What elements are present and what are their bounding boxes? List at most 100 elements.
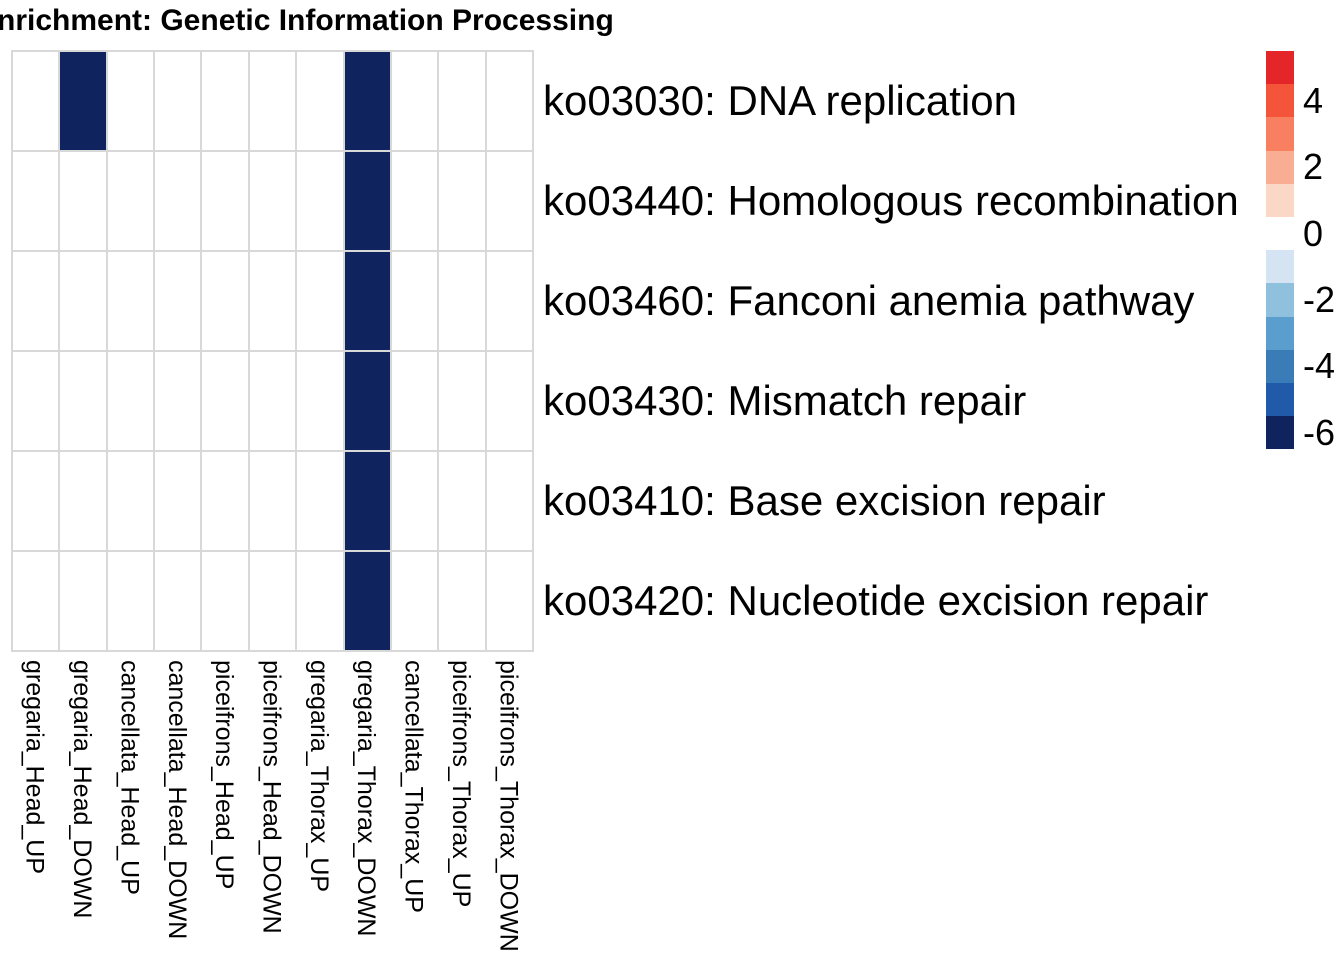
colorbar-block [1266,250,1294,284]
colorbar-tick-label: 0 [1303,212,1324,254]
heatmap-cell [296,351,344,451]
colorbar-block [1266,84,1294,118]
heatmap-cell [248,351,297,451]
heatmap-cell [106,51,155,151]
heatmap-cell [438,51,486,151]
x-axis-label: piceifrons_Head_UP [210,660,239,890]
x-axis-label: gregaria_Thorax_DOWN [352,660,381,937]
y-axis-label: ko03420: Nucleotide excision repair [543,577,1209,624]
chart-title: nrichment: Genetic Information Processin… [0,4,614,37]
heatmap-cell [343,551,391,651]
colorbar-tick-label: -4 [1303,345,1336,387]
heatmap-cell [154,451,202,551]
heatmap-cell [296,551,344,651]
heatmap-cell [296,451,344,551]
colorbar-tick-label: -6 [1303,411,1336,453]
heatmap-cell [154,51,202,151]
heatmap-cell [343,351,391,451]
heatmap-cell [201,151,249,251]
heatmap-cell [438,451,486,551]
heatmap-cell [12,51,60,151]
heatmap-cell [59,551,107,651]
heatmap-cell [248,551,297,651]
y-axis-label: ko03430: Mismatch repair [543,377,1027,424]
heatmap-cell [59,51,107,151]
heatmap-cell [106,351,155,451]
x-axis-label: piceifrons_Thorax_UP [446,660,475,908]
heatmap-cell [485,551,533,651]
y-axis-label: ko03030: DNA replication [543,77,1017,124]
heatmap-cell [390,351,439,451]
heatmap-cell [106,551,155,651]
heatmap-cell [296,251,344,351]
colorbar-block [1266,349,1294,383]
heatmap-cell [106,451,155,551]
heatmap-cell [106,251,155,351]
heatmap-cell [201,51,249,151]
heatmap-cell [59,451,107,551]
x-axis-label: cancellata_Head_UP [115,660,144,895]
heatmap-cell [390,451,439,551]
y-axis-label: ko03410: Base excision repair [543,477,1106,524]
heatmap-cell [438,551,486,651]
colorbar-tick-label: -2 [1303,279,1336,320]
heatmap-cell [154,251,202,351]
heatmap-cell [390,251,439,351]
heatmap-cell [201,351,249,451]
heatmap-cell [154,151,202,251]
heatmap-cell [438,151,486,251]
heatmap-cell [12,351,60,451]
heatmap-cell [201,551,249,651]
heatmap-cell [343,151,391,251]
x-axis-label: gregaria_Head_UP [20,660,49,875]
heatmap-cell [438,251,486,351]
heatmap-cell [248,51,297,151]
heatmap-cell [59,351,107,451]
colorbar-block [1266,283,1294,317]
heatmap-cell [343,251,391,351]
x-axis-label: cancellata_Head_DOWN [162,660,191,940]
heatmap-cell [296,151,344,251]
heatmap-cell [154,551,202,651]
heatmap-cell [485,51,533,151]
colorbar-block [1266,117,1294,151]
heatmap-cell [12,451,60,551]
heatmap-cell [59,251,107,351]
heatmap-cell [201,451,249,551]
heatmap-cell [12,251,60,351]
heatmap-cell [390,51,439,151]
colorbar-block [1266,150,1294,184]
heatmap-cell [343,51,391,151]
colorbar-tick-label: 2 [1303,146,1324,188]
heatmap-cell [201,251,249,351]
x-axis-label: gregaria_Head_DOWN [68,660,97,919]
colorbar [1266,51,1294,450]
colorbar-tick-label: 4 [1303,79,1324,121]
y-axis-label: ko03440: Homologous recombination [543,177,1239,224]
heatmap-cell [485,251,533,351]
heatmap-cell [390,151,439,251]
colorbar-block [1266,216,1294,251]
heatmap-cell [106,151,155,251]
x-axis-label: gregaria_Thorax_UP [304,660,333,893]
heatmap-cell [485,151,533,251]
colorbar-block [1266,382,1294,417]
heatmap-cell [12,151,60,251]
heatmap-cell [438,351,486,451]
heatmap-cell [248,251,297,351]
heatmap-cell [248,151,297,251]
heatmap-cell [12,551,60,651]
heatmap-cell [248,451,297,551]
colorbar-block [1266,183,1294,217]
colorbar-block [1266,316,1294,350]
x-axis-label: cancellata_Thorax_UP [399,660,428,913]
colorbar-block [1266,51,1294,85]
heatmap-cell [485,351,533,451]
heatmap-cell [296,51,344,151]
x-axis-label: piceifrons_Thorax_DOWN [494,660,523,952]
heatmap-cell [59,151,107,251]
heatmap-cell [154,351,202,451]
y-axis-label: ko03460: Fanconi anemia pathway [543,277,1195,324]
heatmap-grid [11,50,534,652]
